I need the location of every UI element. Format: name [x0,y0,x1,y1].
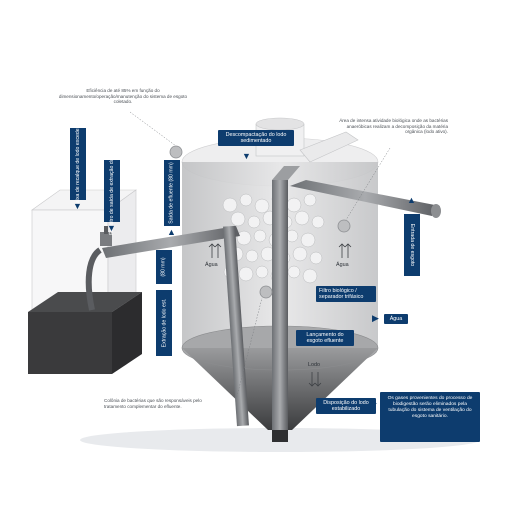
arrow-down-icon: ▼ [107,223,116,233]
note-anaerobic-area: Área de intensa atividade biológica onde… [339,118,448,135]
arrow-up-icon: ▲ [167,227,176,237]
note-efficiency: Eficiência de até 85% em função do dimen… [58,88,188,105]
tag-lancamento: Lançamento do esgoto efluente [296,330,354,347]
tag-diam-80: (80 mm) [156,250,172,284]
tag-disposicao: Disposição do lodo estabilizado [316,398,376,415]
tag-entrada-esgoto: Entrada de esgoto [404,214,420,276]
leader-lines [129,111,391,401]
tag-decompactacao: Descompactação do lodo sedimentado [218,130,294,147]
arrow-down-icon: ▼ [242,151,251,161]
label-agua-right: Água [336,262,349,268]
tag-registro: Registro de saída de extração do lodo [104,147,120,235]
sludge-box [28,189,142,374]
tag-filtro: Filtro biológico / separador trifásico [316,286,376,303]
label-agua-left: Água [205,262,218,268]
tag-saida-efluente: Saída de efluente (80 mm) [164,160,180,226]
tag-extracao-lodo: Extração de lodo est. [156,290,172,356]
flow-arrows [208,243,352,387]
tag-caixa-recalque: Caixa de recalque de lodo excedente [70,121,86,207]
note-gases: Os gases provenientes do processo de bio… [380,392,480,442]
arrow-up-icon: ▲ [407,195,416,205]
label-lodo: Lodo [308,362,320,368]
note-bacteria-colony: Colônia de bactérias que são responsávei… [104,398,202,409]
arrow-down-icon: ▼ [73,201,82,211]
pipes [85,166,441,430]
arrow-right-icon: ▶ [370,398,377,408]
tag-agua-inlet: Água [384,314,408,325]
arrow-right-icon: ▶ [372,313,379,323]
